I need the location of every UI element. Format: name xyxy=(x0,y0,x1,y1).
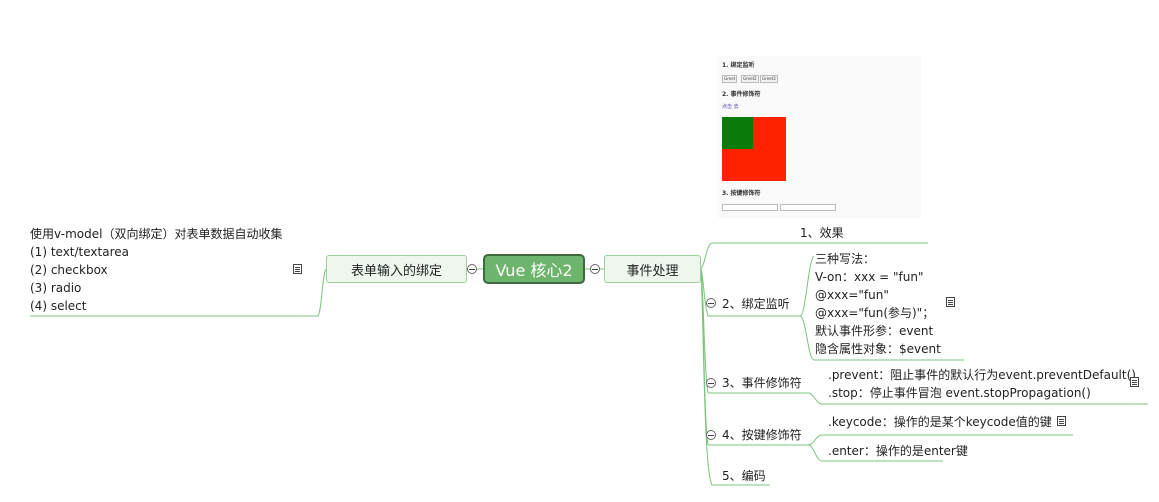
note-icon[interactable] xyxy=(946,297,955,307)
note-icon[interactable] xyxy=(1057,416,1066,426)
thumbnail-link: 点击 去 xyxy=(722,104,739,110)
subtopic-coding[interactable]: 5、编码 xyxy=(722,469,766,483)
topic-form-binding[interactable]: 表单输入的绑定 xyxy=(326,255,467,283)
detail-line: V-on：xxx = "fun" xyxy=(815,270,924,284)
thumbnail-button: Greet3 xyxy=(760,75,778,83)
subtopic-binding[interactable]: 2、绑定监听 xyxy=(722,297,790,311)
collapse-toggle-icon[interactable] xyxy=(590,264,600,274)
collapse-toggle-icon[interactable] xyxy=(706,430,716,440)
note-line: (1) text/textarea xyxy=(30,245,129,259)
thumbnail-inner-box xyxy=(722,117,753,149)
modifiers-detail: .prevent：阻止事件的默认行为event.preventDefault()… xyxy=(828,366,1136,402)
thumbnail-heading-3: 3. 按键修饰符 xyxy=(722,190,761,197)
thumbnail-button: Greet xyxy=(722,75,738,83)
thumbnail-heading-2: 2. 事件修饰符 xyxy=(722,91,761,98)
form-binding-note: 使用v-model（双向绑定）对表单数据自动收集 (1) text/textar… xyxy=(30,225,282,315)
root-topic[interactable]: Vue 核心2 xyxy=(483,254,585,284)
detail-line: .prevent：阻止事件的默认行为event.preventDefault() xyxy=(828,368,1136,382)
enter-item[interactable]: .enter：操作的是enter键 xyxy=(828,444,968,458)
collapse-toggle-icon[interactable] xyxy=(706,378,716,388)
topic-event-handling[interactable]: 事件处理 xyxy=(604,255,701,283)
thumbnail-button: Greet2 xyxy=(741,75,759,83)
detail-line: 隐含属性对象：$event xyxy=(815,342,941,356)
detail-line: 默认事件形参：event xyxy=(815,324,934,338)
thumbnail-input xyxy=(722,204,778,211)
subtopic-event-modifiers[interactable]: 3、事件修饰符 xyxy=(722,376,802,390)
detail-line: @xxx="fun(参与)"； xyxy=(815,306,935,320)
keycode-item[interactable]: .keycode：操作的是某个keycode值的键 xyxy=(828,415,1052,429)
collapse-toggle-icon[interactable] xyxy=(467,264,477,274)
note-line: (3) radio xyxy=(30,281,82,295)
detail-line: @xxx="fun" xyxy=(815,288,889,302)
detail-line: .stop：停止事件冒泡 event.stopPropagation() xyxy=(828,386,1091,400)
collapse-toggle-icon[interactable] xyxy=(706,298,716,308)
note-line: 使用v-model（双向绑定）对表单数据自动收集 xyxy=(30,227,283,241)
detail-line: 三种写法： xyxy=(815,252,876,266)
note-icon[interactable] xyxy=(293,264,302,274)
binding-detail: 三种写法： V-on：xxx = "fun" @xxx="fun" @xxx="… xyxy=(815,250,941,358)
note-line: (2) checkbox xyxy=(30,263,108,277)
note-line: (4) select xyxy=(30,299,87,313)
note-icon[interactable] xyxy=(1130,377,1139,387)
subtopic-key-modifiers[interactable]: 4、按键修饰符 xyxy=(722,428,802,442)
subtopic-effect[interactable]: 1、效果 xyxy=(800,226,844,240)
thumbnail-input xyxy=(780,204,836,211)
thumbnail-heading-1: 1. 绑定监听 xyxy=(722,62,755,69)
